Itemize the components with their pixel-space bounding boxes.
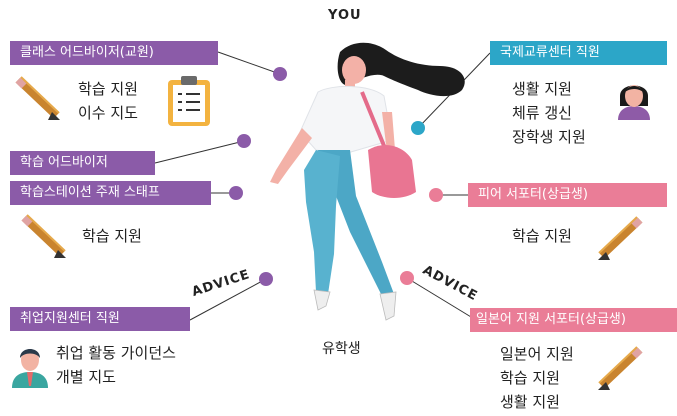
connector-dot [400, 271, 414, 285]
connector-line [217, 51, 281, 75]
connector-line [406, 277, 477, 321]
label-learning-advisor: 학습 어드바이저 [10, 151, 155, 175]
connector-dot [429, 188, 443, 202]
international-center-description: 생활 지원 체류 갱신 장학생 지원 [512, 77, 586, 149]
description-line: 학습 지원 [512, 227, 572, 245]
description-line: 체류 갱신 [512, 104, 572, 122]
career-center-description: 취업 활동 가이던스 개별 지도 [56, 341, 176, 389]
connector-dot [259, 272, 273, 286]
connector-line [154, 140, 245, 164]
description-line: 학습 지원 [78, 80, 138, 98]
description-line: 생활 지원 [500, 393, 560, 411]
connector-dot [411, 121, 425, 135]
description-line: 장학생 지원 [512, 128, 586, 146]
description-line: 이수 지도 [78, 104, 138, 122]
label-international-center-staff: 국제교류센터 직원 [490, 41, 667, 65]
connector-dot [273, 67, 287, 81]
label-learning-station-staff: 학습스테이션 주재 스태프 [10, 181, 211, 205]
description-line: 취업 활동 가이던스 [56, 344, 176, 362]
connector-dot [237, 134, 251, 148]
learning-station-description: 학습 지원 [82, 224, 142, 248]
label-japanese-supporter: 일본어 지원 서포터(상급생) [470, 308, 677, 332]
description-line: 일본어 지원 [500, 345, 574, 363]
class-advisor-description: 학습 지원 이수 지도 [78, 77, 138, 125]
description-line: 개별 지도 [56, 368, 116, 386]
center-caption: 유학생 [322, 341, 361, 357]
description-line: 생활 지원 [512, 80, 572, 98]
student-figure [270, 42, 465, 321]
center-title: YOU [328, 8, 362, 23]
connector-dot [229, 186, 243, 200]
label-class-advisor: 클래스 어드바이저(교원) [10, 41, 218, 65]
japanese-supporter-description: 일본어 지원 학습 지원 생활 지원 [500, 342, 574, 414]
label-peer-supporter: 피어 서포터(상급생) [468, 183, 667, 207]
label-career-center-staff: 취업지원센터 직원 [10, 307, 190, 331]
connector-line [189, 278, 267, 321]
peer-supporter-description: 학습 지원 [512, 224, 572, 248]
description-line: 학습 지원 [82, 227, 142, 245]
description-line: 학습 지원 [500, 369, 560, 387]
